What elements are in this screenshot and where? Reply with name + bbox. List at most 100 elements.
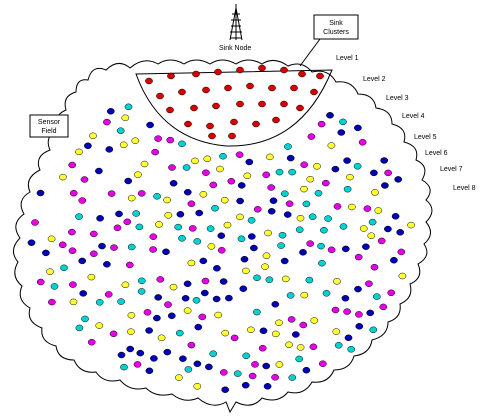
sensor-node — [219, 152, 227, 160]
sensor-node — [339, 223, 348, 230]
sink-cluster-node — [190, 104, 198, 112]
sink-cluster-region — [135, 69, 333, 147]
sensor-node — [339, 118, 347, 126]
sensor-node — [251, 361, 259, 368]
sensor-node — [258, 344, 267, 352]
level-label: Level 6 — [425, 150, 448, 157]
sensor-node — [206, 225, 215, 232]
sensor-node — [217, 247, 226, 254]
sensor-node — [113, 224, 122, 232]
sensor-node — [324, 215, 332, 222]
sensor-node — [281, 275, 290, 283]
sensor-node — [78, 257, 87, 265]
sensor-node — [275, 168, 284, 176]
sensor-node — [348, 203, 356, 211]
sensor-node — [307, 133, 316, 140]
sensor-node — [106, 108, 115, 115]
sensor-node — [275, 319, 283, 327]
sensor-node — [154, 294, 163, 301]
sensor-node — [343, 308, 351, 315]
sensor-node — [123, 218, 132, 226]
sink-cluster-node — [230, 118, 238, 126]
sensor-node — [132, 210, 141, 217]
sensor-node — [42, 249, 50, 257]
sensor-node — [187, 200, 196, 207]
sensor-node — [310, 317, 319, 324]
sensor-node — [271, 330, 280, 338]
sink-clusters-label-line2: Clusters — [323, 29, 349, 36]
sensor-node — [253, 274, 261, 282]
sensor-node — [284, 143, 292, 150]
sink-cluster-node — [280, 66, 288, 74]
sensor-node — [302, 366, 311, 374]
sensor-node — [169, 180, 178, 187]
sensor-node — [320, 226, 328, 234]
sensor-node — [363, 205, 372, 212]
sensor-node — [188, 225, 197, 232]
sensor-node — [193, 238, 202, 245]
sensor-node — [253, 206, 262, 213]
sensor-node — [107, 190, 116, 197]
level-label: Level 8 — [453, 185, 476, 192]
sensor-node — [299, 321, 308, 329]
sensor-node — [267, 208, 276, 215]
sink-cluster-node — [212, 102, 220, 110]
sensor-node — [178, 235, 186, 242]
sensor-node — [341, 295, 350, 302]
sensor-node — [366, 309, 375, 317]
sensor-node — [358, 139, 367, 146]
level-label: Level 7 — [440, 166, 463, 173]
sensor-node — [372, 293, 381, 300]
sink-cluster-node — [178, 88, 186, 96]
sensor-node — [331, 306, 340, 314]
sensor-node — [236, 213, 244, 221]
sensor-node — [377, 237, 386, 245]
sensor-node — [326, 112, 334, 119]
sensor-node — [286, 154, 295, 162]
sensor-node — [136, 349, 145, 357]
sensor-node — [263, 383, 272, 390]
sensor-node — [223, 221, 232, 229]
sensor-node — [80, 176, 89, 183]
sensor-node — [116, 127, 125, 134]
sink-node-label: Sink Node — [219, 45, 251, 52]
sensor-node — [198, 313, 207, 321]
sensor-node — [75, 148, 83, 156]
sensor-node — [134, 171, 142, 178]
sensor-node — [250, 244, 258, 252]
sensor-node — [191, 157, 199, 165]
sink-cluster-node — [258, 100, 266, 108]
level-label: Level 2 — [363, 76, 386, 83]
sensor-node — [193, 360, 202, 368]
sensor-node — [121, 114, 130, 122]
sensor-node — [262, 171, 271, 179]
sensor-node — [103, 118, 111, 126]
sensor-node — [365, 280, 373, 287]
sensor-node — [75, 213, 83, 220]
sink-cluster-node — [184, 120, 192, 128]
sensor-node — [242, 267, 250, 275]
sensor-node — [31, 219, 39, 226]
sensor-node — [334, 342, 343, 349]
sink-cluster-node — [208, 132, 216, 140]
sensor-node — [137, 190, 146, 197]
sink-cluster-node — [298, 70, 306, 78]
sensor-node — [169, 283, 178, 291]
sensor-node — [194, 323, 203, 331]
sink-cluster-node — [246, 82, 254, 90]
sensor-node — [306, 240, 315, 247]
sensor-node — [120, 363, 128, 371]
sensor-node — [68, 247, 77, 254]
sensor-node — [397, 248, 406, 256]
sensor-node — [157, 334, 166, 342]
sensor-node — [127, 194, 136, 202]
sensor-node — [146, 121, 154, 129]
sensor-node — [318, 259, 326, 267]
sensor-node — [166, 136, 175, 144]
sensor-node — [302, 200, 311, 208]
sensor-node — [300, 185, 308, 193]
sensor-node — [109, 330, 118, 338]
level-label: Level 3 — [386, 95, 409, 102]
sink-cluster-node — [202, 86, 210, 94]
sensor-node — [27, 239, 36, 246]
